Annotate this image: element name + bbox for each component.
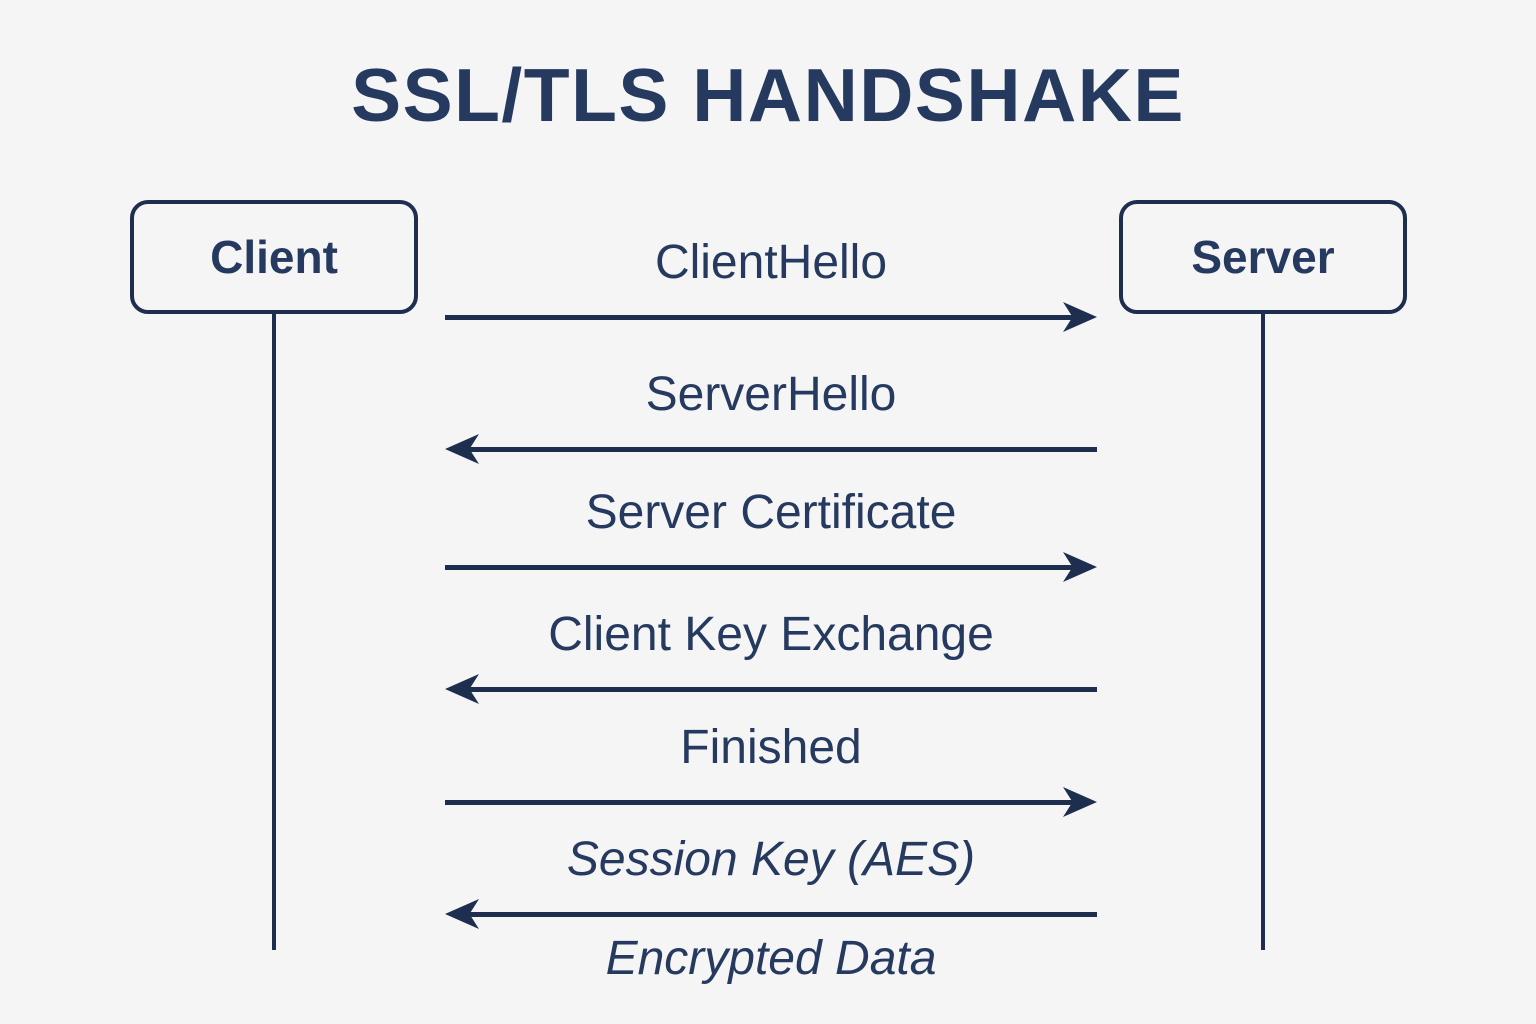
message-client-key-exchange: Client Key Exchange [445,606,1097,704]
message-label: Client Key Exchange [548,608,994,661]
arrow-right-icon [445,302,1097,332]
server-lifeline [1261,314,1265,950]
arrow-shaft [469,447,1097,452]
message-server-certificate: Server Certificate [445,484,1097,582]
message-finished: Finished [445,719,1097,817]
arrow-shaft [469,912,1097,917]
server-box: Server [1119,200,1407,314]
arrow-shaft [445,565,1073,570]
client-lifeline [272,314,276,950]
message-clienthello: ClientHello [445,234,1097,332]
message-label: ServerHello [645,368,897,421]
arrow-left-icon [445,434,1097,464]
message-serverhello: ServerHello [445,366,1097,464]
client-label: Client [210,231,338,283]
message-label: ClientHello [654,236,888,289]
server-label: Server [1191,231,1335,283]
message-label: Encrypted Data [605,932,937,985]
message-label: Session Key (AES) [566,833,976,886]
message-label: Server Certificate [585,486,957,539]
client-box: Client [130,200,418,314]
arrow-left-icon [445,899,1097,929]
message-label: Finished [680,721,862,774]
arrow-left-icon [445,674,1097,704]
arrow-shaft [445,315,1073,320]
message-encrypted-data: Encrypted Data [445,930,1097,988]
arrow-shaft [445,800,1073,805]
message-session-key: Session Key (AES) [445,831,1097,929]
page-title: SSL/TLS HANDSHAKE [351,53,1185,137]
arrow-shaft [469,687,1097,692]
arrow-right-icon [445,552,1097,582]
arrow-right-icon [445,787,1097,817]
